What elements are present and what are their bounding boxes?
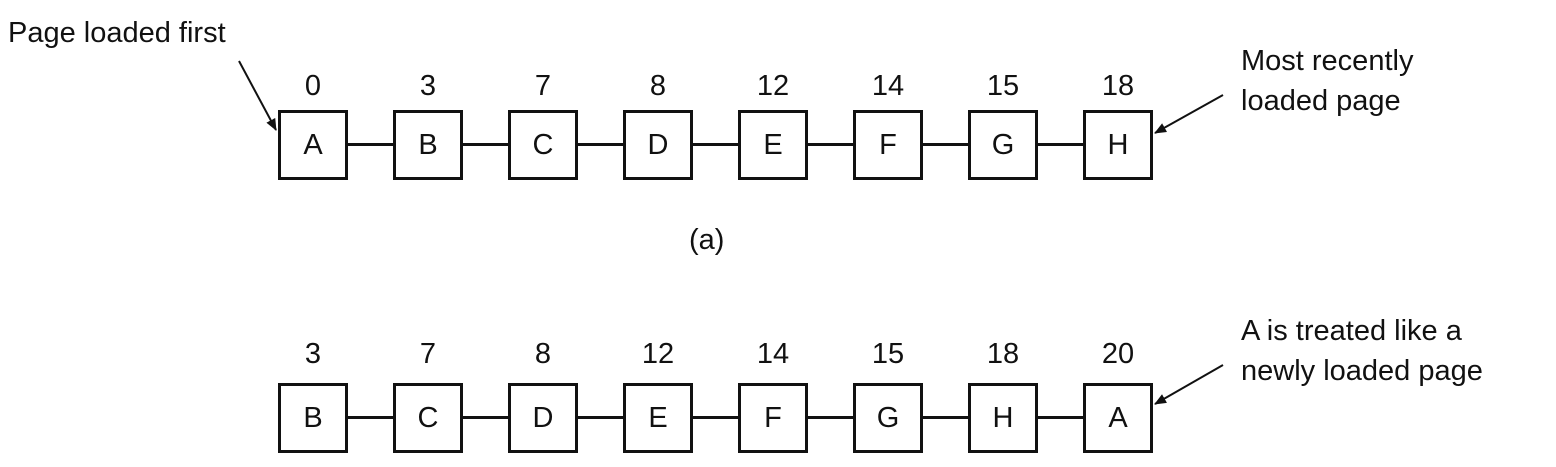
annotation-most-recently-line1: Most recently: [1241, 45, 1414, 77]
page-box: E: [623, 383, 693, 453]
page-load-time: 15: [871, 338, 905, 370]
page-box: G: [853, 383, 923, 453]
page-box: G: [968, 110, 1038, 180]
page-load-time: 12: [756, 70, 790, 102]
page-box: B: [393, 110, 463, 180]
page-load-time: 20: [1101, 338, 1135, 370]
link-line: [463, 416, 508, 419]
link-line: [1038, 416, 1083, 419]
link-line: [578, 416, 623, 419]
arrow-to-newly-loaded-a: [1154, 364, 1224, 405]
link-line: [348, 416, 393, 419]
page-load-time: 8: [534, 338, 552, 370]
caption-a: (a): [689, 224, 725, 256]
page-box: D: [508, 383, 578, 453]
page-load-time: 3: [304, 338, 322, 370]
page-load-time: 15: [986, 70, 1020, 102]
page-load-time: 18: [986, 338, 1020, 370]
page-box: F: [853, 110, 923, 180]
page-load-time: 0: [304, 70, 322, 102]
link-line: [923, 143, 968, 146]
page-box: F: [738, 383, 808, 453]
page-load-time: 14: [871, 70, 905, 102]
annotation-most-recently-line2: loaded page: [1241, 85, 1401, 117]
page-load-time: 7: [419, 338, 437, 370]
page-load-time: 7: [534, 70, 552, 102]
link-line: [1038, 143, 1083, 146]
page-box: A: [278, 110, 348, 180]
link-line: [693, 143, 738, 146]
page-box: H: [1083, 110, 1153, 180]
link-line: [348, 143, 393, 146]
link-line: [578, 143, 623, 146]
annotation-treated-new-line1: A is treated like a: [1241, 315, 1462, 347]
page-box: C: [393, 383, 463, 453]
page-load-time: 18: [1101, 70, 1135, 102]
page-load-time: 12: [641, 338, 675, 370]
page-box: A: [1083, 383, 1153, 453]
page-load-time: 14: [756, 338, 790, 370]
link-line: [808, 143, 853, 146]
arrow-to-first-page: [238, 60, 277, 131]
page-box: E: [738, 110, 808, 180]
page-box: D: [623, 110, 693, 180]
arrow-to-most-recent-page: [1154, 94, 1224, 134]
link-line: [923, 416, 968, 419]
page-load-time: 8: [649, 70, 667, 102]
page-box: H: [968, 383, 1038, 453]
page-box: C: [508, 110, 578, 180]
annotation-treated-new-line2: newly loaded page: [1241, 355, 1483, 387]
annotation-page-loaded-first: Page loaded first: [8, 17, 226, 49]
link-line: [463, 143, 508, 146]
link-line: [693, 416, 738, 419]
page-box: B: [278, 383, 348, 453]
page-load-time: 3: [419, 70, 437, 102]
link-line: [808, 416, 853, 419]
